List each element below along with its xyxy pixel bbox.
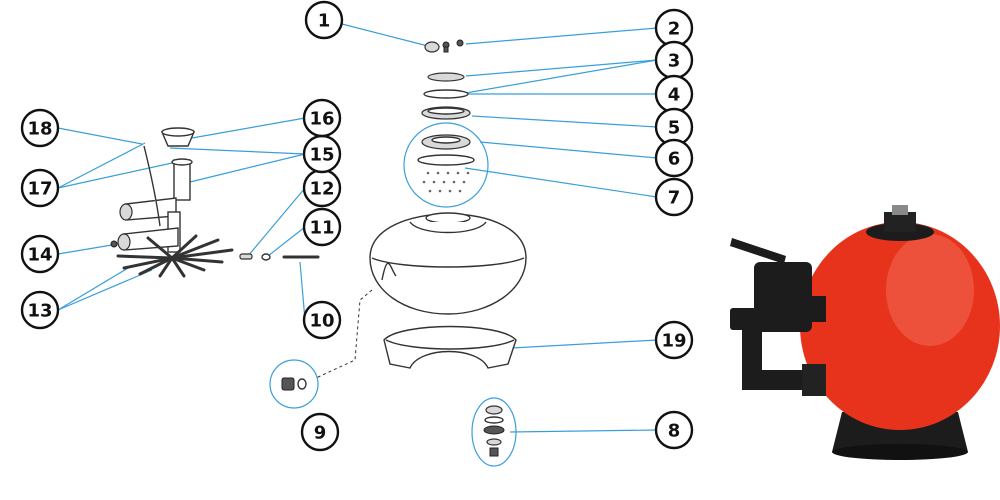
- leader-17a: [57, 142, 146, 189]
- leader-13a: [57, 267, 129, 311]
- callout-label: 12: [309, 179, 334, 200]
- callout-label: 7: [668, 188, 681, 209]
- leader-2: [465, 27, 658, 45]
- callout-label: 19: [661, 331, 686, 352]
- lid-parts: [421, 72, 471, 120]
- callout-label: 14: [27, 245, 52, 266]
- callout-9: 9: [300, 412, 340, 452]
- callout-label: 17: [27, 179, 52, 200]
- leader-14: [57, 243, 119, 255]
- laterals: [116, 234, 234, 278]
- callout-15: 15: [302, 134, 342, 174]
- leader-19: [511, 339, 658, 349]
- leader-10: [299, 261, 306, 321]
- callout-label: 15: [309, 145, 334, 166]
- leader-5: [471, 115, 658, 128]
- callout-19: 19: [654, 320, 694, 360]
- callout-label: 4: [668, 85, 681, 106]
- callout-7: 7: [654, 177, 694, 217]
- leader-6: [479, 141, 658, 159]
- callout-label: 6: [668, 149, 681, 170]
- tank-body-outline: [369, 212, 527, 315]
- callout-8: 8: [654, 410, 694, 450]
- callout-label: 13: [27, 301, 52, 322]
- leader-11: [267, 226, 306, 257]
- callout-3: 3: [654, 40, 694, 80]
- base-stand: [383, 325, 517, 369]
- leader-17b: [57, 162, 173, 189]
- leader-15a: [169, 147, 306, 155]
- callout-12: 12: [302, 168, 342, 208]
- callout-16: 16: [302, 98, 342, 138]
- leader-12: [247, 187, 306, 257]
- pressure-gauge-part: [424, 39, 464, 53]
- callout-14: 14: [20, 234, 60, 274]
- drain-dash-line: [315, 289, 373, 379]
- leader-13b: [57, 269, 153, 311]
- callout-2: 2: [654, 8, 694, 48]
- callout-label: 9: [314, 423, 327, 444]
- callout-label: 10: [309, 311, 334, 332]
- callout-13: 13: [20, 290, 60, 330]
- callout-label: 3: [668, 51, 681, 72]
- callout-label: 11: [309, 218, 334, 239]
- callout-label: 2: [668, 19, 681, 40]
- callout-label: 5: [668, 118, 681, 139]
- top-diffuser-group: [403, 122, 489, 208]
- leader-3b: [459, 59, 658, 95]
- callout-4: 4: [654, 74, 694, 114]
- leader-16: [191, 117, 306, 139]
- assembled-filter-photo: [730, 205, 1000, 460]
- leader-1: [341, 23, 429, 47]
- callout-label: 16: [309, 109, 334, 130]
- callout-17: 17: [20, 168, 60, 208]
- callout-10: 10: [302, 300, 342, 340]
- leader-8: [509, 429, 658, 433]
- leader-15b: [189, 153, 306, 183]
- drain-plug-group: [269, 359, 319, 409]
- leader-18: [57, 127, 143, 145]
- callout-11: 11: [302, 207, 342, 247]
- bottom-fitting-group: [471, 397, 517, 467]
- leader-7: [464, 167, 658, 198]
- callout-6: 6: [654, 138, 694, 178]
- callout-5: 5: [654, 107, 694, 147]
- leader-lines: [57, 23, 658, 433]
- callout-1: 1: [304, 0, 344, 40]
- callout-label: 18: [27, 119, 52, 140]
- leader-3a: [465, 59, 658, 77]
- spare-parts-10-12: [239, 253, 320, 261]
- collector-assembly: [110, 127, 196, 253]
- callout-label: 8: [668, 421, 681, 442]
- callout-label: 1: [318, 11, 331, 32]
- callout-18: 18: [20, 108, 60, 148]
